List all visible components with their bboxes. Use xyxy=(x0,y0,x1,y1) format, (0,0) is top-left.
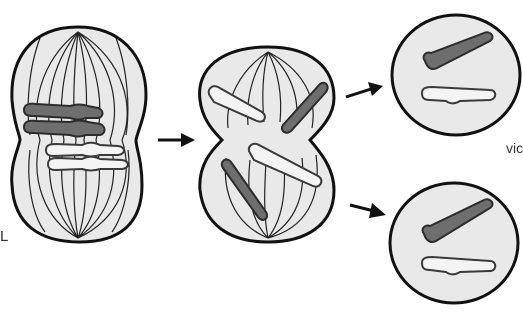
parent-cell xyxy=(12,27,146,242)
dark-chromatid-lower xyxy=(24,121,105,137)
daughter-cell-top xyxy=(392,15,520,135)
light-chromatid-lower xyxy=(48,157,128,171)
arrow-2 xyxy=(346,82,383,97)
arrow-1 xyxy=(158,133,195,147)
clipped-label-right: vic xyxy=(506,140,523,156)
clipped-label-left: L xyxy=(0,228,8,245)
arrow-3 xyxy=(350,203,386,218)
daughter-bottom-membrane xyxy=(390,183,518,303)
daughter-top-membrane xyxy=(392,15,520,135)
daughter-top-chromosome-light xyxy=(422,87,495,103)
daughter-cell-bottom xyxy=(390,183,518,303)
dividing-cell xyxy=(200,47,334,242)
light-chromatid-upper xyxy=(46,143,124,157)
